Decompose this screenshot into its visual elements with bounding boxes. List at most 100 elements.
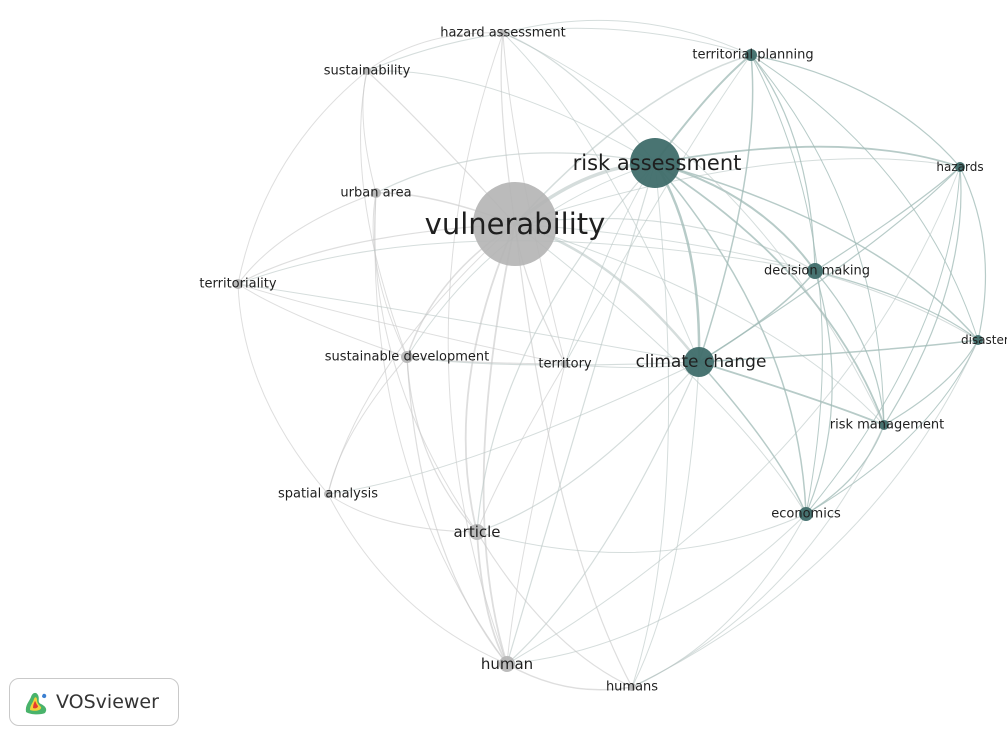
node-humans[interactable] bbox=[628, 683, 636, 691]
network-link bbox=[327, 361, 700, 495]
network-link bbox=[237, 283, 700, 363]
node-label-hazard-assessment: hazard assessment bbox=[440, 26, 566, 41]
network-link bbox=[698, 339, 979, 363]
network-link bbox=[464, 223, 516, 533]
network-link bbox=[476, 361, 700, 533]
network-link bbox=[698, 54, 754, 363]
node-label-territoriality: territoriality bbox=[199, 277, 276, 292]
node-label-spatial-analysis: spatial analysis bbox=[278, 487, 378, 502]
network-link bbox=[366, 27, 752, 72]
network-link bbox=[406, 356, 566, 365]
network-link bbox=[805, 339, 979, 515]
node-sustainable-development[interactable] bbox=[401, 351, 413, 363]
vosviewer-badge[interactable]: VOSviewer bbox=[9, 678, 179, 726]
node-hazards[interactable] bbox=[955, 162, 965, 172]
node-label-human: human bbox=[481, 655, 533, 673]
network-link bbox=[375, 152, 656, 194]
network-link bbox=[327, 493, 478, 533]
network-nodes bbox=[233, 29, 983, 691]
node-decision-making[interactable] bbox=[807, 263, 823, 279]
network-link bbox=[805, 424, 885, 515]
network-link bbox=[360, 70, 408, 358]
network-link bbox=[476, 531, 508, 665]
node-label-risk-assessment: risk assessment bbox=[573, 151, 742, 175]
network-link bbox=[654, 162, 807, 515]
node-economics[interactable] bbox=[799, 507, 813, 521]
network-link bbox=[653, 162, 701, 363]
node-vulnerability[interactable] bbox=[473, 182, 557, 266]
node-spatial-analysis[interactable] bbox=[324, 490, 332, 498]
network-link bbox=[805, 166, 961, 515]
network-link bbox=[506, 663, 633, 691]
node-hazard-assessment[interactable] bbox=[499, 29, 507, 37]
node-disasters[interactable] bbox=[973, 335, 983, 345]
node-label-decision-making: decision making bbox=[764, 264, 870, 279]
vosviewer-logo-icon bbox=[22, 688, 50, 716]
network-link bbox=[654, 162, 885, 426]
network-link bbox=[237, 283, 566, 365]
node-label-hazards: hazards bbox=[936, 160, 983, 174]
network-link bbox=[366, 32, 504, 72]
node-territorial-planning[interactable] bbox=[745, 49, 757, 61]
network-link bbox=[698, 361, 885, 426]
network-link bbox=[366, 70, 656, 164]
network-link bbox=[502, 32, 656, 164]
vosviewer-brand-name: VOSviewer bbox=[56, 691, 159, 713]
network-link bbox=[750, 54, 961, 168]
node-climate-change[interactable] bbox=[684, 347, 714, 377]
network-link bbox=[631, 339, 979, 688]
network-link bbox=[237, 192, 377, 285]
network-link bbox=[514, 158, 961, 225]
network-link bbox=[883, 166, 962, 426]
network-link bbox=[750, 54, 979, 341]
network-link bbox=[631, 361, 700, 688]
network-link bbox=[476, 531, 633, 688]
network-link bbox=[631, 424, 885, 688]
network-link bbox=[654, 162, 816, 272]
network-link bbox=[514, 223, 807, 515]
network-link bbox=[502, 32, 885, 426]
node-label-vulnerability: vulnerability bbox=[425, 207, 606, 241]
network-link bbox=[502, 19, 752, 56]
node-label-economics: economics bbox=[771, 507, 841, 522]
node-label-sustainable-development: sustainable development bbox=[325, 350, 489, 365]
network-links bbox=[237, 19, 987, 691]
network-link bbox=[750, 54, 823, 515]
node-risk-management[interactable] bbox=[879, 420, 889, 430]
node-risk-assessment[interactable] bbox=[630, 138, 680, 188]
network-link bbox=[750, 54, 885, 426]
network-link bbox=[814, 270, 979, 341]
network-link bbox=[482, 223, 516, 665]
network-link bbox=[883, 339, 979, 426]
network-link bbox=[447, 32, 508, 665]
network-link bbox=[362, 70, 377, 194]
network-link bbox=[514, 223, 633, 688]
network-link bbox=[814, 166, 961, 272]
node-territory[interactable] bbox=[561, 360, 569, 368]
network-link bbox=[698, 361, 807, 515]
network-link bbox=[959, 166, 987, 341]
node-sustainability[interactable] bbox=[363, 67, 371, 75]
network-link bbox=[654, 162, 979, 341]
node-human[interactable] bbox=[499, 656, 515, 672]
network-link bbox=[476, 162, 656, 533]
network-link bbox=[654, 145, 961, 168]
node-label-disasters: disasters bbox=[961, 333, 1007, 347]
node-article[interactable] bbox=[469, 524, 485, 540]
network-link bbox=[502, 32, 566, 365]
node-territoriality[interactable] bbox=[233, 279, 243, 289]
network-link bbox=[814, 270, 885, 426]
network-link bbox=[374, 192, 508, 665]
network-link bbox=[502, 32, 700, 363]
network-link bbox=[805, 270, 833, 515]
network-link bbox=[237, 283, 408, 358]
node-label-sustainability: sustainability bbox=[324, 64, 411, 79]
network-link bbox=[564, 162, 656, 365]
node-label-humans: humans bbox=[606, 680, 658, 695]
network-link bbox=[327, 356, 408, 495]
node-urban-area[interactable] bbox=[371, 188, 381, 198]
network-link bbox=[631, 513, 807, 688]
node-label-territorial-planning: territorial planning bbox=[692, 48, 813, 63]
